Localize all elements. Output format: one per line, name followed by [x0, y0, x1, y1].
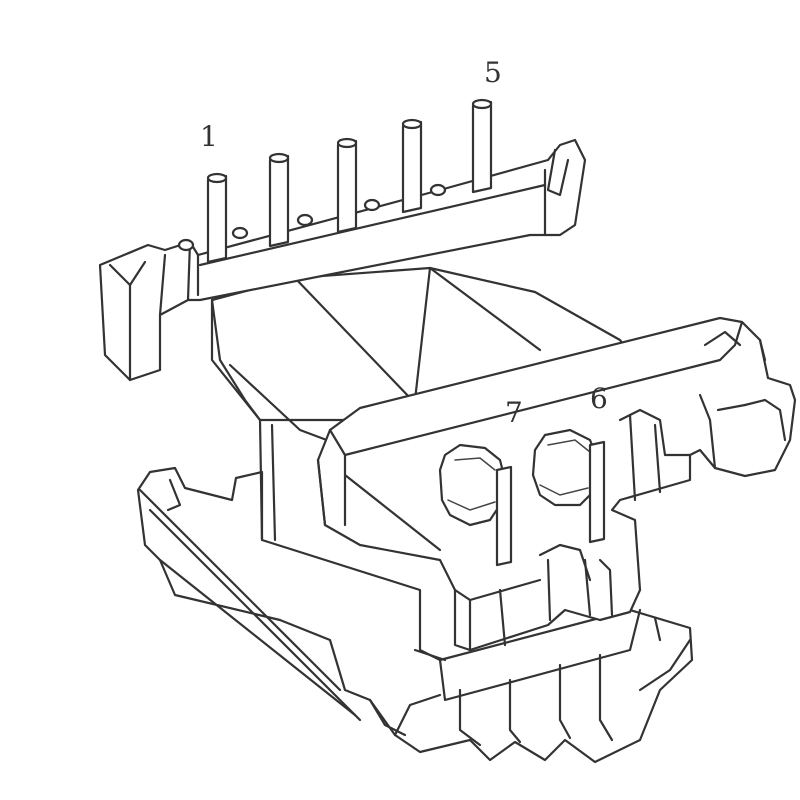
- pin-5-label: 5: [484, 56, 502, 89]
- bottom-base-plate: [136, 466, 694, 764]
- pin-boss-7: [438, 443, 507, 527]
- pin-1-label: 1: [200, 120, 218, 153]
- pin-6-label: 6: [590, 382, 608, 415]
- pin-base-bump: [177, 238, 195, 252]
- pin-6: [588, 440, 606, 544]
- pin-3: [336, 137, 358, 234]
- pin-7-label: 7: [505, 396, 523, 429]
- pin-4: [401, 118, 423, 214]
- pin-1: [206, 172, 228, 264]
- pin-base-bump: [363, 198, 381, 212]
- lower-flange: [316, 316, 797, 652]
- pin-5: [471, 98, 493, 194]
- top-pin-rail: [98, 98, 587, 382]
- pin-base-bump: [231, 226, 249, 240]
- pin-boss-6: [531, 428, 600, 507]
- pin-base-bump: [429, 183, 447, 197]
- pin-2: [268, 152, 290, 248]
- pin-base-bump: [296, 213, 314, 227]
- pin-7: [495, 465, 513, 567]
